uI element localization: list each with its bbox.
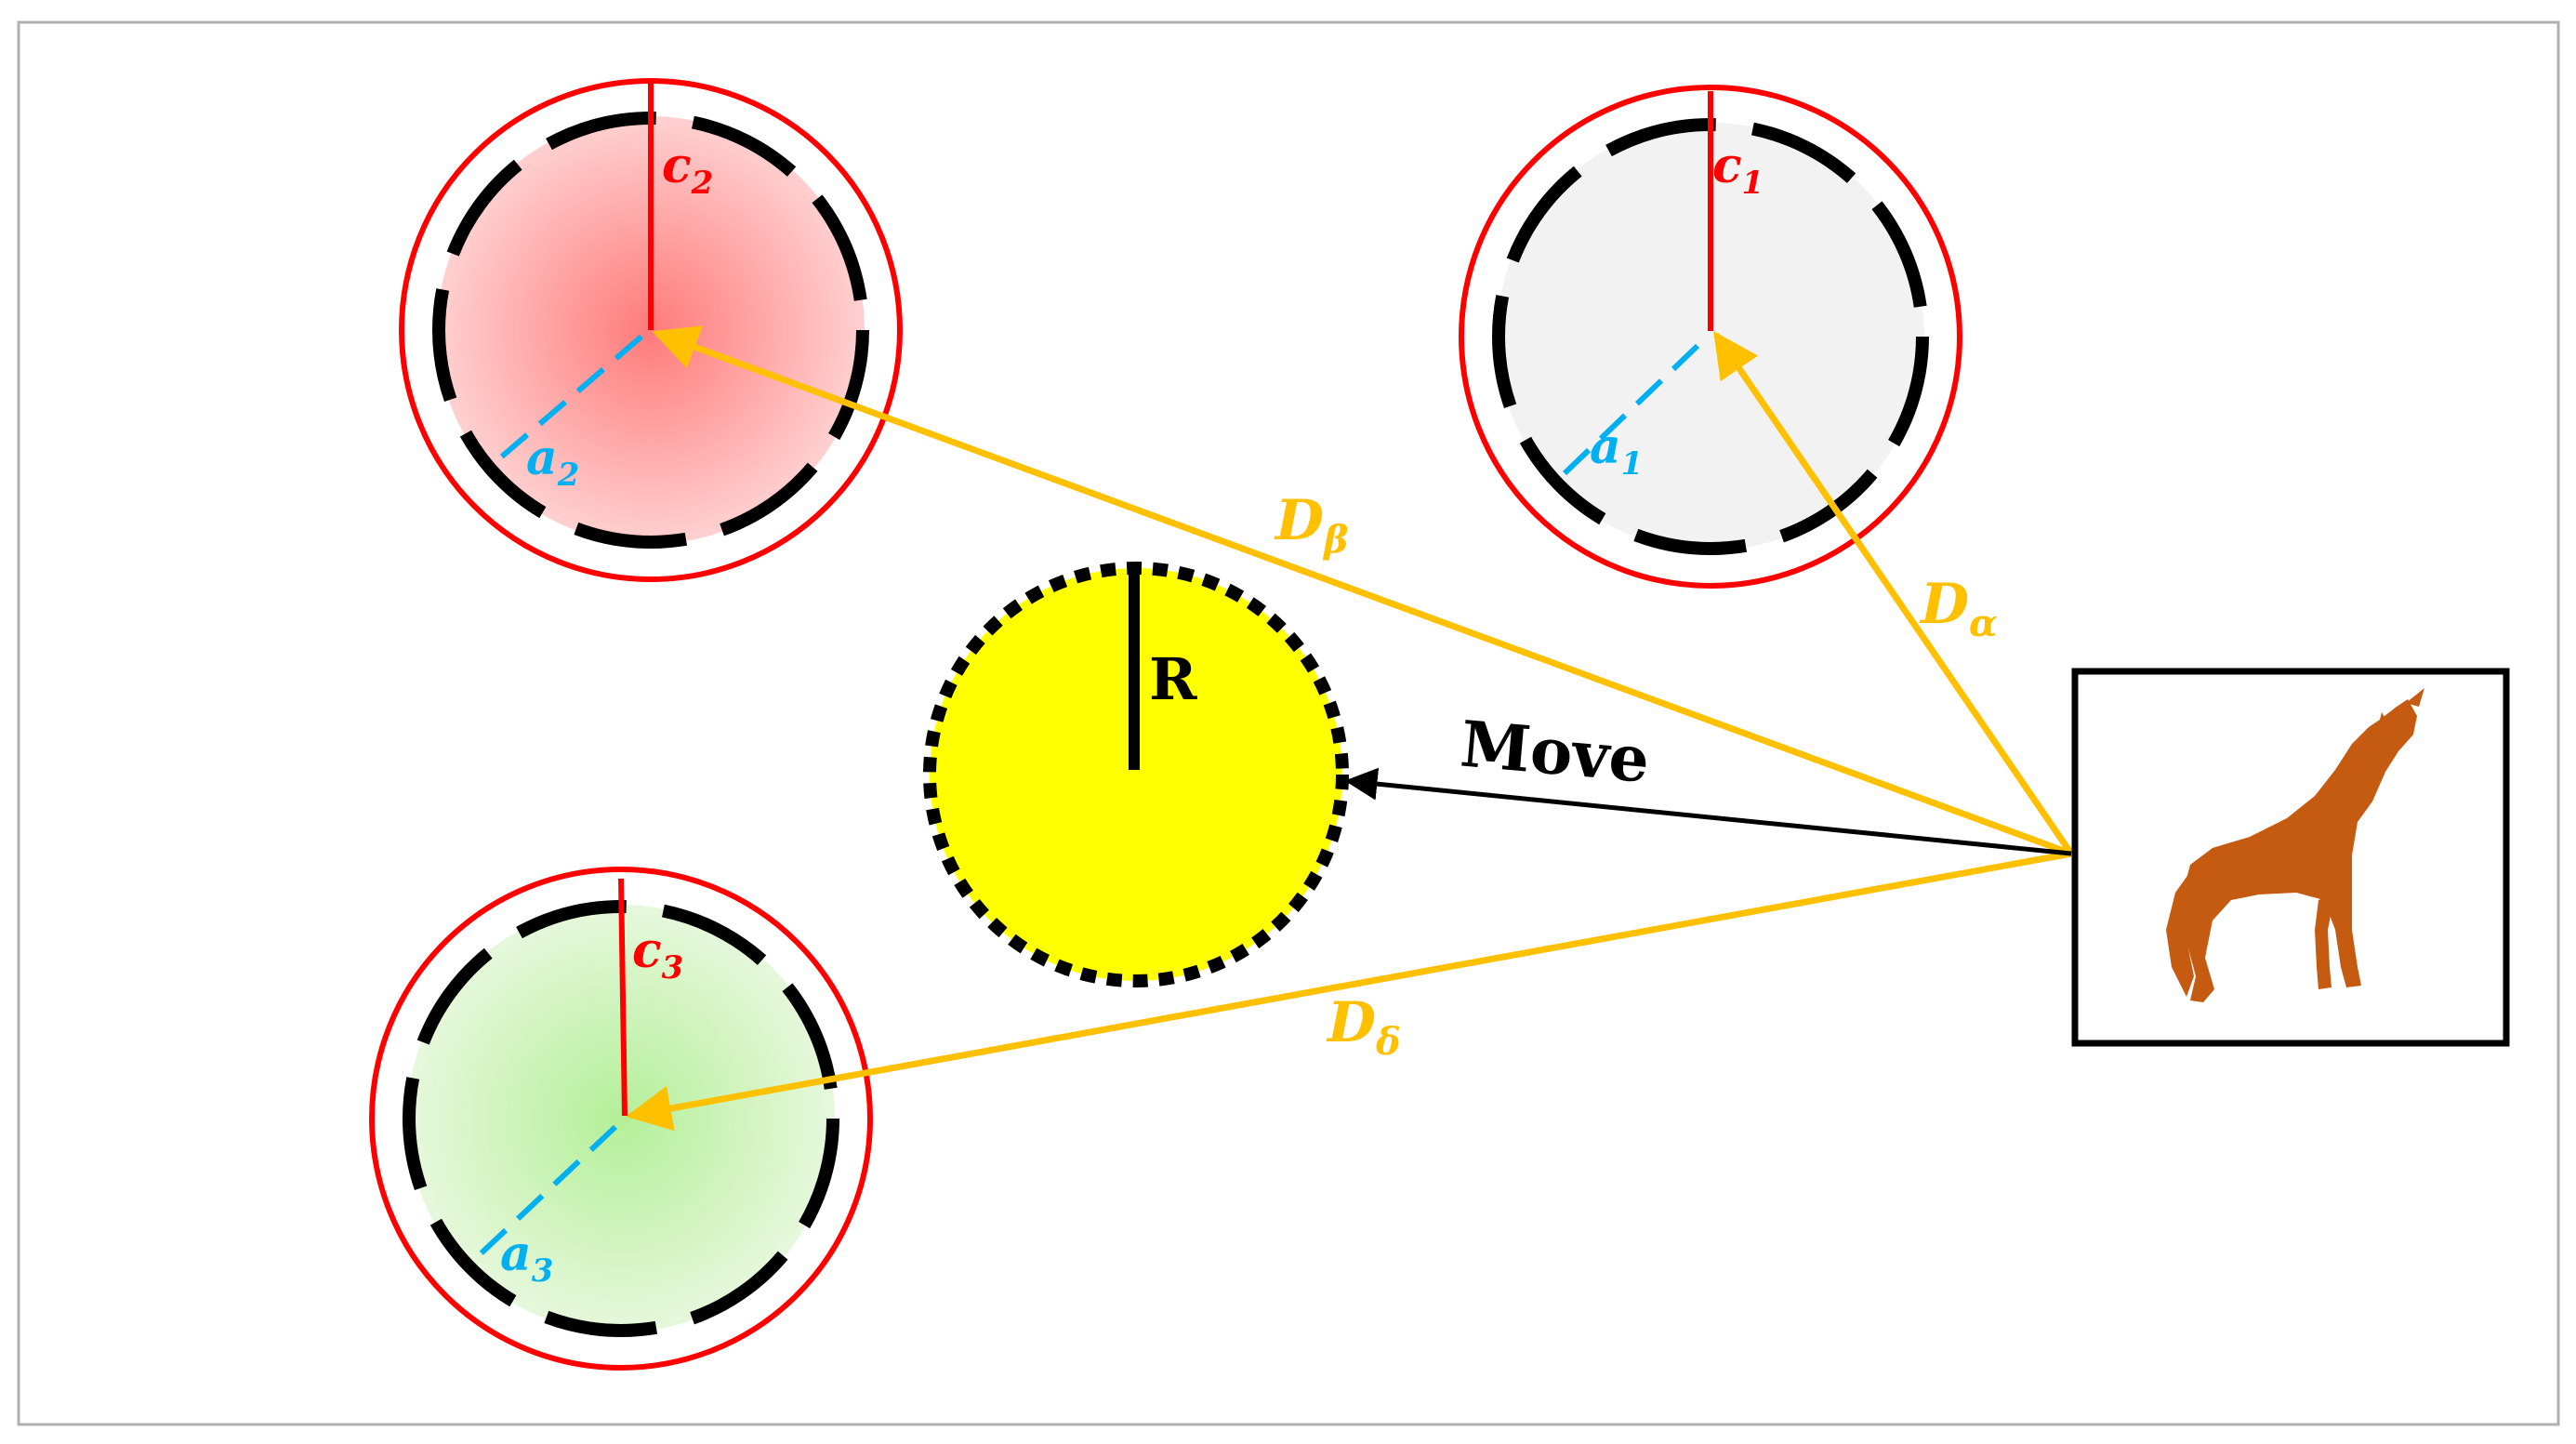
delta-radius-a bbox=[471, 1124, 618, 1263]
label-a2: a2 bbox=[526, 430, 579, 494]
label-c1: c1 bbox=[1712, 138, 1764, 202]
target-dotted-boundary bbox=[923, 562, 1349, 987]
label-r: R bbox=[1149, 645, 1197, 713]
label-a3: a3 bbox=[500, 1225, 553, 1290]
label-move: Move bbox=[1458, 707, 1653, 797]
diagram-border bbox=[17, 20, 2560, 1426]
beta-ring bbox=[399, 78, 903, 582]
howling-wolf-icon bbox=[2166, 688, 2424, 1002]
label-d-beta: Dβ bbox=[1274, 488, 1349, 562]
wolf-agent-box bbox=[2071, 668, 2510, 1047]
alpha-radius-a bbox=[1561, 343, 1700, 477]
label-c3: c3 bbox=[632, 922, 683, 987]
vector-d-delta bbox=[626, 850, 2072, 1132]
beta-wolf-region bbox=[399, 78, 903, 582]
alpha-fill bbox=[1497, 123, 1924, 550]
beta-radius-a bbox=[495, 334, 643, 464]
vector-move bbox=[1344, 767, 2072, 856]
vector-d-alpha bbox=[1713, 330, 2074, 855]
label-d-alpha: Dα bbox=[1919, 572, 1998, 645]
vector-d-beta bbox=[652, 325, 2073, 857]
delta-ring bbox=[369, 867, 873, 1371]
delta-wolf-region bbox=[369, 867, 873, 1371]
delta-fill bbox=[407, 905, 835, 1332]
label-c2: c2 bbox=[662, 138, 713, 202]
delta-radius-c bbox=[618, 878, 627, 1117]
target-fill bbox=[930, 568, 1342, 981]
alpha-ring bbox=[1459, 85, 1962, 589]
alpha-wolf-region bbox=[1459, 85, 1962, 589]
label-d-delta: Dδ bbox=[1326, 990, 1401, 1064]
target-region bbox=[923, 562, 1349, 987]
label-a1: a1 bbox=[1590, 418, 1643, 483]
